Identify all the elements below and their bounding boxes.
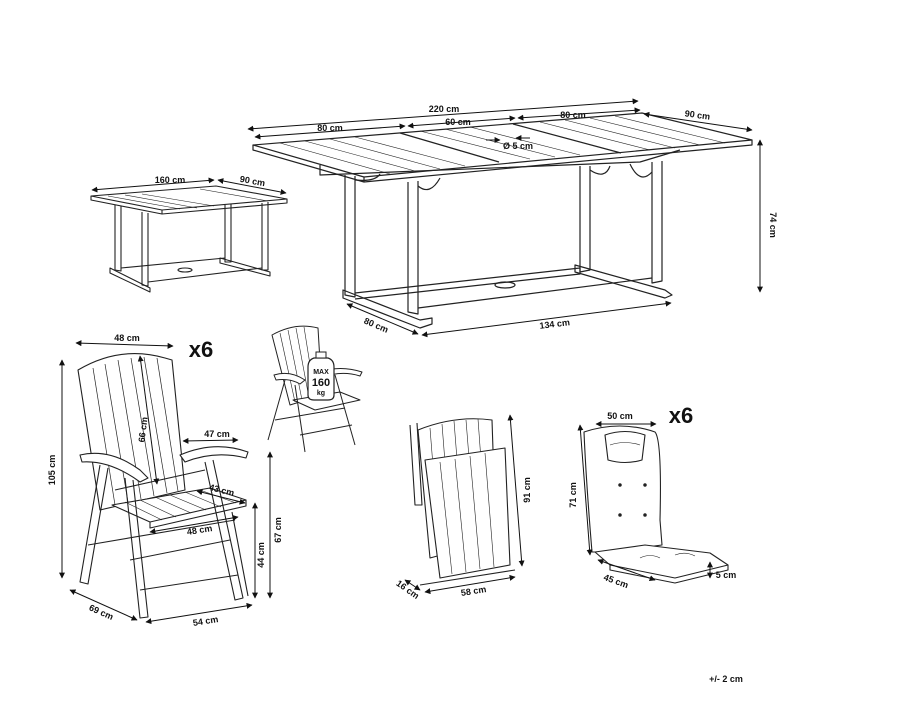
cushion-back-length: 71 cm (568, 482, 578, 508)
chair-seat-width: 48 cm (186, 523, 213, 537)
large-table-base-length: 134 cm (539, 317, 571, 331)
load-weight-value: 160 (312, 377, 330, 389)
folded-chair-height: 91 cm (522, 477, 532, 503)
large-table-middle-leaf: 60 cm (445, 117, 471, 127)
chair-back-width: 48 cm (114, 333, 140, 343)
cushion-width: 50 cm (607, 411, 633, 421)
chair-width: 54 cm (192, 614, 219, 628)
chair-depth: 69 cm (88, 602, 115, 622)
large-table-height: 74 cm (768, 212, 778, 238)
small-table-length: 160 cm (155, 175, 186, 185)
chair-armrest-height: 67 cm (273, 517, 283, 543)
large-table-left-leaf: 80 cm (317, 123, 343, 133)
small-table-drawing (90, 185, 288, 293)
large-table-depth-top: 90 cm (684, 108, 711, 121)
chair-seat-height: 44 cm (256, 542, 266, 568)
cushion-seat-length: 45 cm (602, 572, 629, 590)
tolerance-note: +/- 2 cm (709, 674, 743, 684)
umbrella-hole-diameter: Ø 5 cm (503, 141, 533, 151)
large-table-depth-base: 80 cm (362, 316, 389, 335)
chair-total-height: 105 cm (47, 455, 57, 486)
cushion-drawing (583, 425, 729, 584)
small-table-depth: 90 cm (239, 174, 266, 188)
load-max-label: MAX (313, 369, 329, 376)
load-badge: MAX 160 kg (307, 351, 335, 401)
folded-chair-drawing (409, 418, 516, 586)
chair-back-height: 66 cm (137, 416, 150, 443)
chair-armrest-depth: 47 cm (204, 429, 230, 439)
load-unit-label: kg (317, 390, 325, 397)
chair-quantity: x6 (189, 337, 213, 362)
folded-chair-width: 58 cm (460, 584, 487, 598)
cushion-thickness: 5 cm (716, 570, 737, 580)
large-table-right-leaf: 80 cm (560, 110, 586, 120)
dimension-lines (59, 98, 763, 625)
large-table-total-length: 220 cm (429, 104, 460, 114)
cushion-quantity: x6 (669, 403, 693, 428)
